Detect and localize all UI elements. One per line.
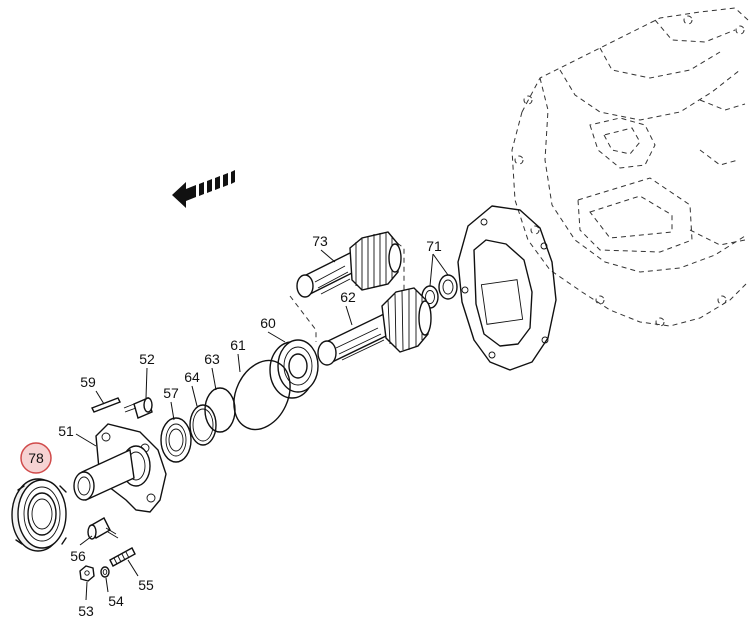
label-63: 63 (204, 351, 220, 367)
part-55-stud (109, 547, 136, 567)
label-73: 73 (312, 233, 328, 249)
label-56: 56 (70, 548, 86, 564)
part-54-washer (100, 566, 110, 578)
leader-lines (75, 249, 353, 601)
label-64: 64 (184, 369, 200, 385)
label-71: 71 (426, 238, 442, 254)
part-57-seal-ring (160, 417, 192, 463)
part-59-pin (91, 397, 121, 413)
label-54: 54 (108, 593, 124, 609)
label-62: 62 (340, 289, 356, 305)
part-78-seal (11, 478, 67, 552)
part-52-plug (123, 397, 153, 419)
part-71-rings (421, 253, 458, 309)
part-63-ring (204, 387, 236, 433)
part-60-bearing (269, 339, 319, 399)
part-61-o-ring (233, 359, 291, 431)
label-53: 53 (78, 603, 94, 619)
highlight-circle-78 (20, 442, 52, 474)
label-78: 78 (28, 450, 44, 466)
part-56-plug (87, 517, 119, 540)
label-57: 57 (163, 385, 179, 401)
label-55: 55 (138, 577, 154, 593)
part-64-ring (189, 404, 217, 446)
label-59: 59 (80, 374, 96, 390)
part-62-gear-shaft (289, 287, 432, 366)
label-52: 52 (139, 351, 155, 367)
part-53-nut (79, 565, 95, 582)
direction-arrow-icon (172, 170, 235, 208)
label-51: 51 (58, 423, 74, 439)
part-73-gear-shaft (296, 231, 421, 321)
housing-cover-plate (457, 205, 557, 371)
label-60: 60 (260, 315, 276, 331)
part-51-flange-housing (73, 423, 167, 513)
label-61: 61 (230, 337, 246, 353)
part-labels: 78 73 71 62 60 61 63 64 57 52 59 51 56 5… (28, 233, 442, 619)
transmission-housing (511, 7, 749, 327)
